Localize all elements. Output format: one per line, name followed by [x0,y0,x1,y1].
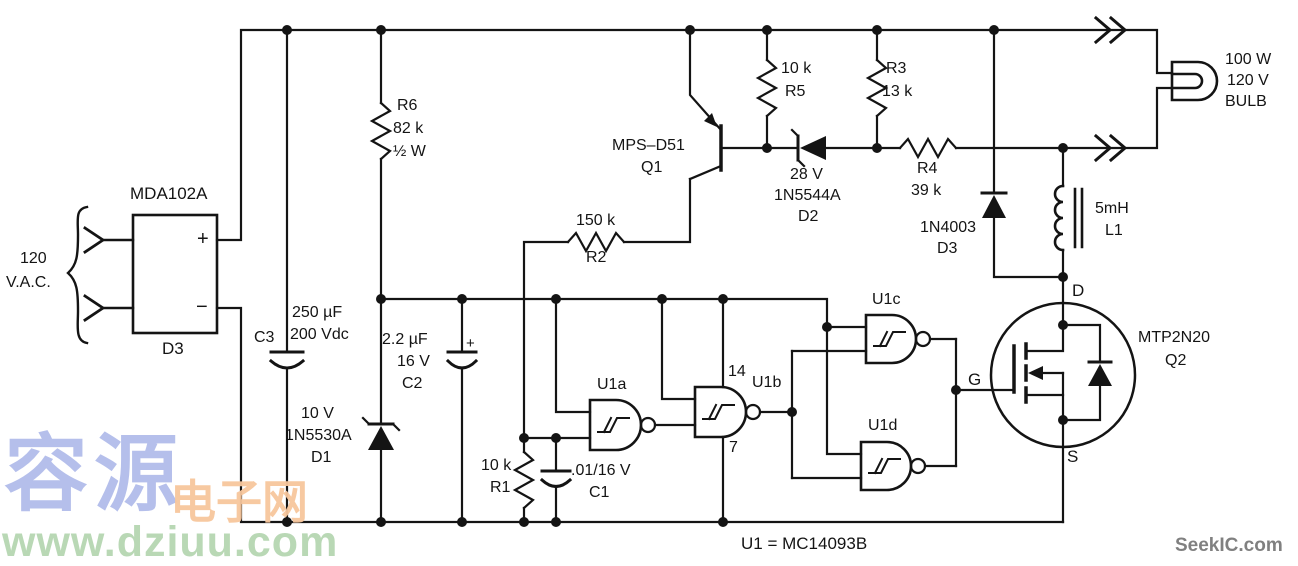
label-r4-ref: R4 [917,160,938,177]
label-r4-value: 39 k [911,182,942,199]
label-gate-u1d: U1d [868,417,898,434]
label-c3-ref: C3 [254,329,275,346]
label-r5-value: 10 k [781,60,812,77]
junction-dots [282,25,1068,527]
label-c1-ref: C1 [589,484,610,501]
wire-top-rail [215,28,1174,242]
label-l1-ref: L1 [1105,222,1123,239]
wire-bottom-rail [215,306,1065,524]
label-d3-part: 1N4003 [920,219,977,236]
label-l1-value: 5mH [1095,200,1129,217]
wire-bulb-return [1061,86,1174,150]
watermark-brand: SeekIC.com [1175,535,1283,556]
nand-gate-u1d [859,337,1016,492]
label-bridge-minus: − [196,296,208,318]
label-q2-drain: D [1072,281,1085,300]
label-bridge-part: MDA102A [130,184,208,203]
label-bulb-voltage: 120 V [1227,72,1269,89]
label-r5-ref: R5 [785,83,806,100]
capacitor-c1-symbol [539,436,573,524]
nand-gate-u1b [660,297,868,524]
label-d1-rating: 10 V [301,405,334,422]
label-c2-polarity: + [466,335,475,352]
label-gate-u1c: U1c [872,291,901,308]
capacitor-c2-symbol [445,297,479,524]
label-r3-value: 13 k [882,83,913,100]
label-d2-ref: D2 [798,208,819,225]
label-r1-ref: R1 [490,479,511,496]
zener-d1-symbol [361,297,401,524]
label-c3-rating: 200 Vdc [290,326,349,343]
label-c1-value: .01/16 V [571,462,631,479]
watermark-url: www.dziuu.com [2,518,339,566]
connector-chevrons [1093,15,1128,163]
label-pin-14: 14 [728,363,746,380]
label-r1-value: 10 k [481,457,512,474]
nand-gate-u1a [522,297,697,452]
label-u1-note: U1 = MC14093B [741,534,868,553]
label-d2-part: 1N5544A [774,187,841,204]
ac-source-symbol [66,205,135,345]
label-r6-ref: R6 [397,97,418,114]
resistor-r1-symbol [512,436,536,524]
label-q1-ref: Q1 [641,159,663,176]
label-r2-ref: R2 [586,249,607,266]
nand-gate-u1c [864,313,958,365]
watermark-cn-main: 容源 [4,427,185,521]
label-gate-u1b: U1b [752,374,782,391]
label-bridge-ref: D3 [162,339,184,358]
mosfet-q2-symbol [989,275,1137,524]
label-r3-ref: R3 [886,60,907,77]
label-pin-7: 7 [729,439,738,456]
label-bulb-power: 100 W [1225,51,1272,68]
zener-d2-symbol [765,128,879,168]
label-bridge-plus: + [197,228,209,250]
diode-d3-symbol [980,28,1065,279]
bridge-rectifier-symbol [131,213,219,335]
label-d1-part: 1N5530A [285,427,352,444]
bulb-symbol [1170,60,1219,102]
label-d3-ref: D3 [937,240,958,257]
label-source-voltage: 120 [20,250,47,267]
label-d2-rating: 28 V [790,166,823,183]
label-c2-value: 2.2 µF [382,331,428,348]
resistor-r6-symbol [369,28,393,301]
transistor-q1-symbol [688,28,769,181]
label-q1-part: MPS–D51 [612,137,685,154]
label-q2-source: S [1067,447,1079,466]
capacitor-c3-symbol [268,28,306,524]
label-r2-value: 150 k [576,212,616,229]
label-q2-part: MTP2N20 [1138,329,1211,346]
label-q2-gate: G [968,370,982,389]
label-r6-rating: ½ W [393,143,426,160]
label-c3-value: 250 µF [292,304,343,321]
label-c2-ref: C2 [402,375,423,392]
resistor-r5-symbol [755,28,779,150]
label-source-type: V.A.C. [6,274,51,291]
label-q2-ref: Q2 [1165,352,1187,369]
label-c2-rating: 16 V [397,353,430,370]
wire-vdd-rail [379,297,868,456]
inductor-l1-symbol [1053,146,1084,279]
watermark-cn-sub: 电子网 [170,476,308,528]
label-d1-ref: D1 [311,449,332,466]
resistor-r4-symbol [875,136,1065,160]
resistor-r2-symbol [522,177,692,440]
label-r6-value: 82 k [393,120,424,137]
label-bulb-name: BULB [1225,93,1267,110]
label-gate-u1a: U1a [597,376,627,393]
